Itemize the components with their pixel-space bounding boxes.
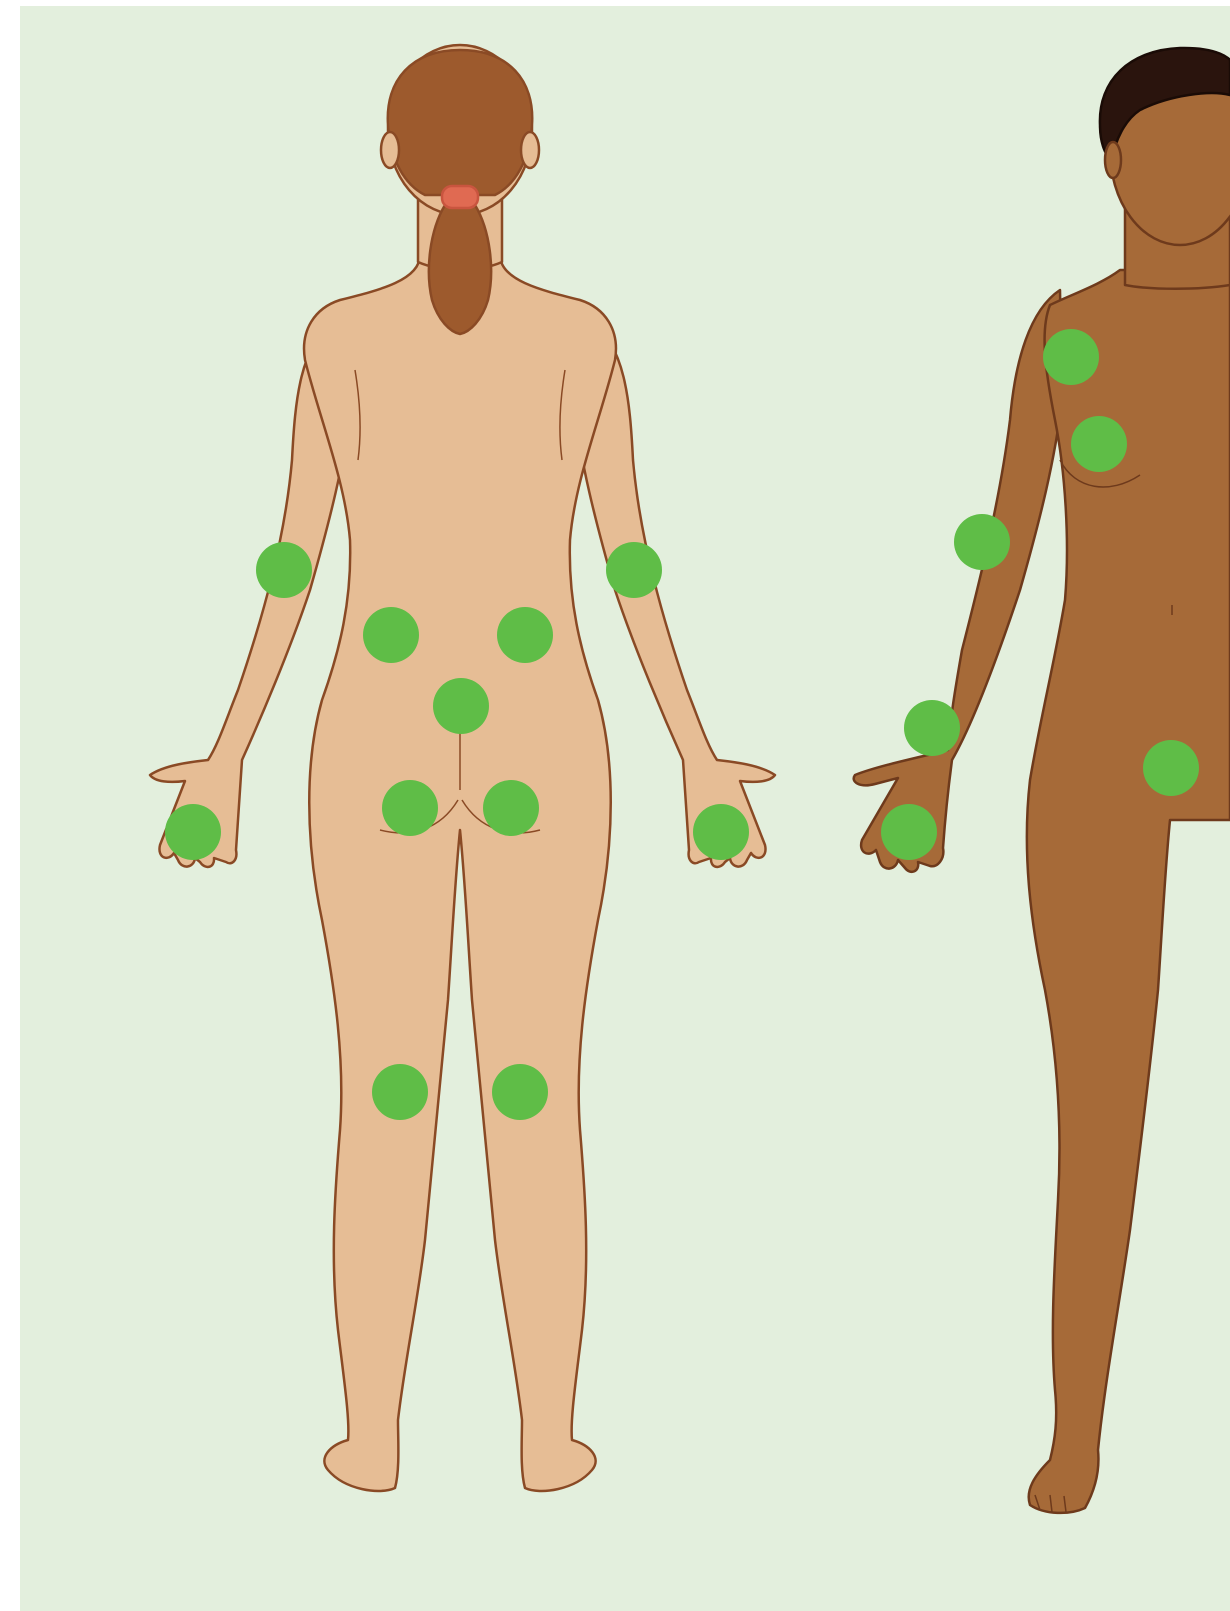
back-lower-back-right-marker: [497, 607, 553, 663]
back-knee-left-marker: [372, 1064, 428, 1120]
back-hand-right-marker: [693, 804, 749, 860]
back-ear-right: [521, 132, 539, 168]
back-sacrum-marker: [433, 678, 489, 734]
back-torso-legs: [304, 255, 616, 1491]
illustration-canvas: [20, 6, 1230, 1611]
body-map-svg: [20, 6, 1230, 1611]
front-hand-marker: [881, 804, 937, 860]
back-hand-left-marker: [165, 804, 221, 860]
back-hair-tie: [442, 186, 478, 208]
front-torso-leg: [1027, 270, 1230, 1513]
front-ear: [1105, 142, 1121, 178]
back-ponytail: [429, 205, 491, 334]
back-upper-arm-left-marker: [256, 542, 312, 598]
front-wrist-marker: [904, 700, 960, 756]
back-hip-left-marker: [382, 780, 438, 836]
front-hip-marker: [1143, 740, 1199, 796]
back-upper-arm-right-marker: [606, 542, 662, 598]
front-shoulder-marker: [1043, 329, 1099, 385]
back-ear-left: [381, 132, 399, 168]
back-hip-right-marker: [483, 780, 539, 836]
front-upper-arm-marker: [954, 514, 1010, 570]
back-lower-back-left-marker: [363, 607, 419, 663]
back-knee-right-marker: [492, 1064, 548, 1120]
front-chest-marker: [1071, 416, 1127, 472]
back-hair: [388, 50, 532, 195]
back-view-figure: [150, 45, 775, 1491]
